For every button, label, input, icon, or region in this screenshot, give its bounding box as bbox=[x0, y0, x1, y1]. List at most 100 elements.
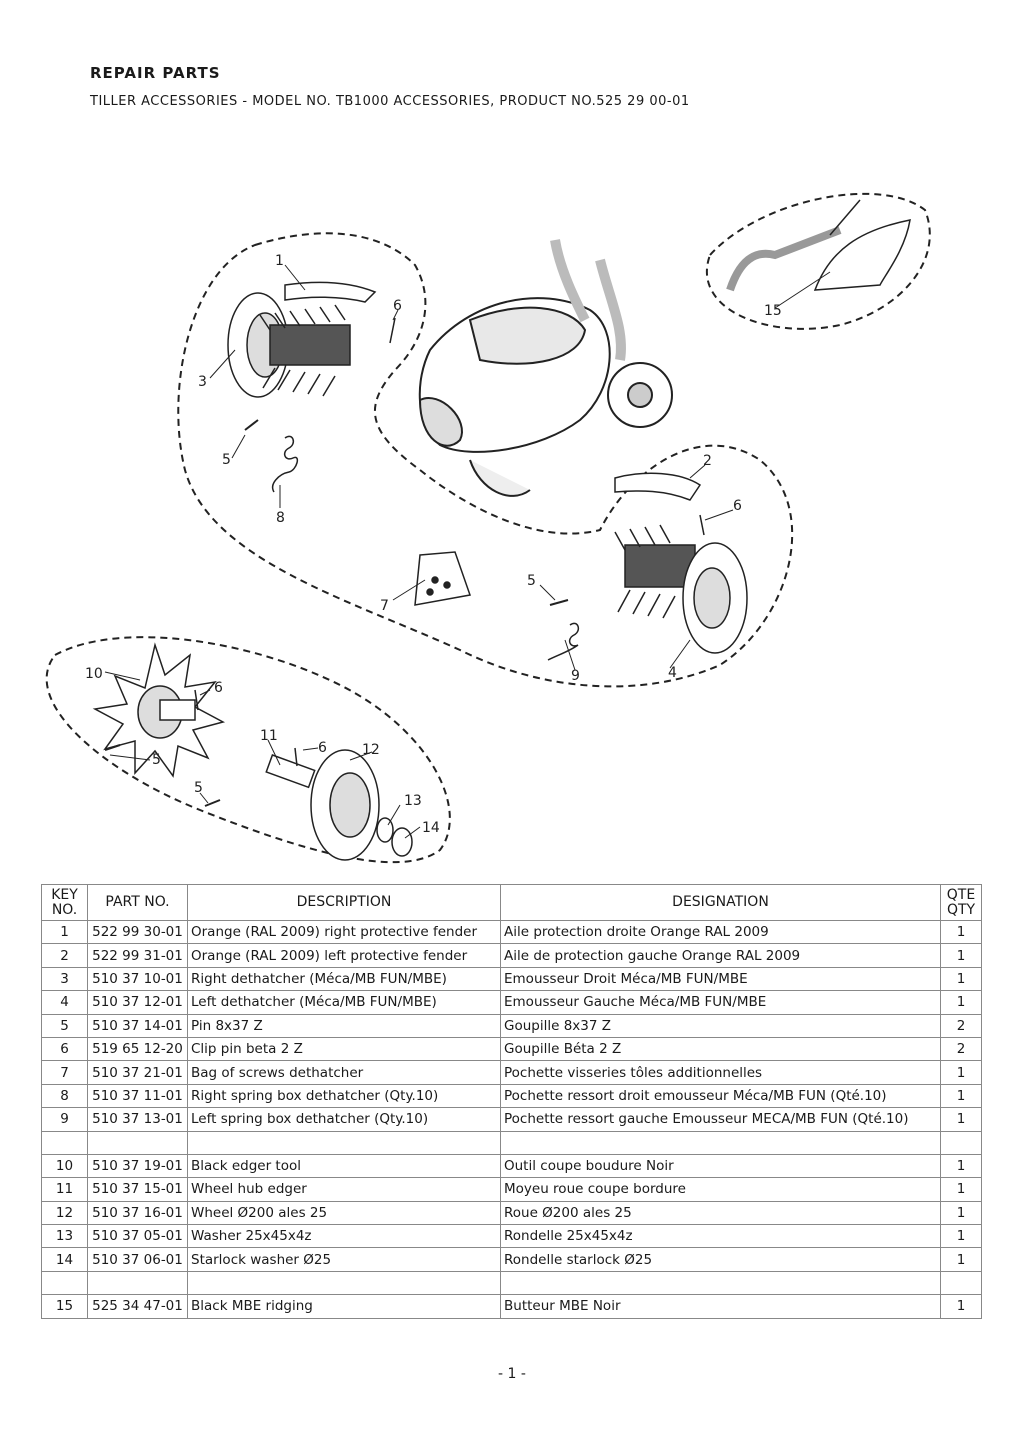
callout-13: 13 bbox=[404, 793, 422, 809]
cell-qty: 2 bbox=[940, 1013, 982, 1038]
cell-key-no: 9 bbox=[41, 1107, 88, 1132]
cell-description: Right dethatcher (Méca/MB FUN/MBE) bbox=[187, 966, 501, 992]
spring-8 bbox=[272, 435, 299, 493]
cell-designation: Moyeu roue coupe bordure bbox=[500, 1177, 941, 1202]
cell-key-no bbox=[41, 1270, 88, 1296]
cell-description: Left dethatcher (Méca/MB FUN/MBE) bbox=[187, 990, 501, 1015]
cell-qty: 1 bbox=[940, 990, 982, 1015]
cell-key-no: 12 bbox=[41, 1200, 88, 1226]
callout-3: 3 bbox=[198, 374, 207, 390]
cell-qty bbox=[940, 1270, 982, 1296]
cell-designation: Emousseur Droit Méca/MB FUN/MBE bbox=[500, 966, 941, 992]
col-designation: DESIGNATION bbox=[500, 884, 941, 921]
callout-1: 1 bbox=[275, 253, 284, 269]
cell-part-no: 510 37 15-01 bbox=[87, 1177, 188, 1202]
cell-part-no: 510 37 14-01 bbox=[87, 1013, 188, 1038]
cell-description: Right spring box dethatcher (Qty.10) bbox=[187, 1083, 501, 1109]
group-outline-right-dethatcher bbox=[177, 232, 794, 688]
cell-key-no: 3 bbox=[41, 966, 88, 992]
cell-qty: 1 bbox=[940, 1153, 982, 1179]
clip-pins bbox=[194, 689, 298, 767]
cell-part-no: 510 37 11-01 bbox=[87, 1083, 188, 1109]
cell-key-no: 13 bbox=[41, 1224, 88, 1249]
callout-5b: 5 bbox=[527, 573, 536, 589]
cell-description: Black edger tool bbox=[187, 1153, 501, 1179]
table-row bbox=[41, 1130, 982, 1155]
page-title: REPAIR PARTS bbox=[90, 64, 221, 82]
cell-qty bbox=[940, 1130, 982, 1155]
cell-description bbox=[187, 1270, 501, 1296]
edger-tool bbox=[92, 642, 226, 778]
left-dethatcher bbox=[614, 472, 748, 654]
cell-part-no: 522 99 31-01 bbox=[87, 943, 188, 968]
callout-11: 11 bbox=[260, 728, 278, 744]
exploded-parts-diagram: 1 2 3 4 5 5 5 5 6 6 6 6 7 8 9 10 11 12 1… bbox=[45, 192, 931, 864]
cell-designation: Goupille 8x37 Z bbox=[500, 1013, 941, 1038]
cell-designation: Butteur MBE Noir bbox=[500, 1294, 941, 1319]
cell-key-no: 1 bbox=[41, 919, 88, 945]
cell-qty: 1 bbox=[940, 1224, 982, 1249]
cell-key-no: 5 bbox=[41, 1013, 88, 1038]
cell-description: Orange (RAL 2009) left protective fender bbox=[187, 943, 501, 968]
cell-designation: Aile de protection gauche Orange RAL 200… bbox=[500, 943, 941, 968]
cell-designation: Outil coupe boudure Noir bbox=[500, 1153, 941, 1179]
callout-10: 10 bbox=[85, 666, 103, 682]
cell-qty: 1 bbox=[940, 1294, 982, 1319]
cell-designation: Aile protection droite Orange RAL 2009 bbox=[500, 919, 941, 945]
edger-wheel bbox=[265, 749, 413, 861]
ridger bbox=[726, 199, 911, 292]
callout-8: 8 bbox=[276, 510, 285, 526]
cell-part-no: 510 37 10-01 bbox=[87, 966, 188, 992]
cell-qty: 1 bbox=[940, 1083, 982, 1109]
cell-key-no: 6 bbox=[41, 1036, 88, 1062]
cell-qty: 1 bbox=[940, 919, 982, 945]
cell-part-no: 525 34 47-01 bbox=[87, 1294, 188, 1319]
callout-12: 12 bbox=[362, 742, 380, 758]
cell-description: Orange (RAL 2009) right protective fende… bbox=[187, 919, 501, 945]
cell-part-no bbox=[87, 1270, 188, 1296]
cell-part-no bbox=[87, 1130, 188, 1155]
cell-key-no: 4 bbox=[41, 990, 88, 1015]
callout-5d: 5 bbox=[194, 780, 203, 796]
right-dethatcher bbox=[227, 281, 396, 398]
cell-description: Starlock washer Ø25 bbox=[187, 1247, 501, 1272]
cell-part-no: 510 37 19-01 bbox=[87, 1153, 188, 1179]
cell-key-no: 10 bbox=[41, 1153, 88, 1179]
cell-part-no: 510 37 06-01 bbox=[87, 1247, 188, 1272]
callout-15: 15 bbox=[764, 303, 782, 319]
cell-description: Pin 8x37 Z bbox=[187, 1013, 501, 1038]
callout-14: 14 bbox=[422, 820, 440, 836]
cell-designation: Rondelle starlock Ø25 bbox=[500, 1247, 941, 1272]
cell-description bbox=[187, 1130, 501, 1155]
cell-designation: Emousseur Gauche Méca/MB FUN/MBE bbox=[500, 990, 941, 1015]
cell-key-no: 2 bbox=[41, 943, 88, 968]
cell-designation: Pochette ressort droit emousseur Méca/MB… bbox=[500, 1083, 941, 1109]
col-description: DESCRIPTION bbox=[187, 884, 501, 921]
cell-description: Clip pin beta 2 Z bbox=[187, 1036, 501, 1062]
cell-designation bbox=[500, 1130, 941, 1155]
cell-description: Left spring box dethatcher (Qty.10) bbox=[187, 1107, 501, 1132]
cell-part-no: 519 65 12-20 bbox=[87, 1036, 188, 1062]
callout-6b: 6 bbox=[733, 498, 742, 514]
cell-key-no bbox=[41, 1130, 88, 1155]
cell-designation: Pochette ressort gauche Emousseur MECA/M… bbox=[500, 1107, 941, 1132]
table-row bbox=[41, 1270, 982, 1296]
screw-bag bbox=[414, 551, 471, 606]
cell-description: Black MBE ridging bbox=[187, 1294, 501, 1319]
callout-5a: 5 bbox=[222, 452, 231, 468]
cell-qty: 1 bbox=[940, 966, 982, 992]
cell-designation: Rondelle 25x45x4z bbox=[500, 1224, 941, 1249]
